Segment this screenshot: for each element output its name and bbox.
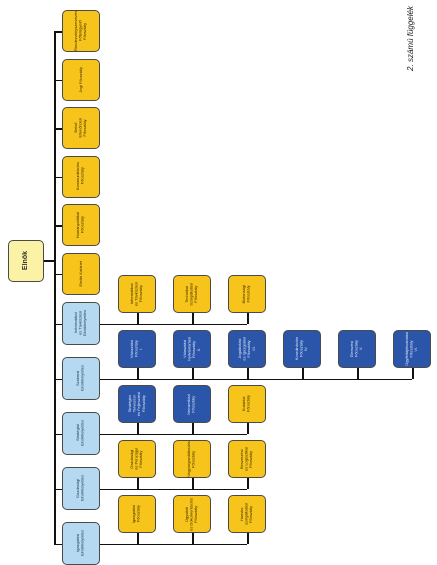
root-box-elnok[interactable]: Elnök xyxy=(8,240,44,282)
staff-unit-t1-label: Jogi Főosztály xyxy=(77,66,83,93)
subunit-v3s2[interactable]: Beszerzési és Logisztikai Főosztály xyxy=(228,440,266,478)
subunit-v2s2[interactable]: Kutatási Főosztály xyxy=(228,385,266,423)
connector-t3 xyxy=(54,176,62,178)
drop-v4s1 xyxy=(192,533,194,544)
drop-v3s0 xyxy=(137,478,139,489)
staff-unit-t4-label: Humánpolitikai Főosztály xyxy=(75,211,85,239)
connector-v4 xyxy=(54,543,62,545)
staff-unit-t4[interactable]: Humánpolitikai Főosztály xyxy=(62,204,100,246)
staff-unit-t2[interactable]: Belső Ellenőrzési Főosztály xyxy=(62,107,100,149)
connector-t0 xyxy=(54,31,62,33)
staff-unit-t0[interactable]: Rendezvényszervezési Főfelügyelő Főosztá… xyxy=(62,10,100,52)
subunit-v1s0[interactable]: Választási Főosztály I. xyxy=(118,330,156,368)
vice-president-v2[interactable]: Stratégiai Elnökhelyettes xyxy=(62,412,100,455)
drop-v0s0 xyxy=(137,313,139,324)
subunit-v1s0-label: Választási Főosztály I. xyxy=(129,339,144,359)
subunit-v1s1[interactable]: Választási Nyilvántartási Főosztály II. xyxy=(173,330,211,368)
subunit-v3s2-label: Beszerzési és Logisztikai Főosztály xyxy=(239,446,254,471)
subunit-v1s1-label: Választási Nyilvántartási Főosztály II. xyxy=(181,336,201,361)
subunit-v1s5[interactable]: Ügyféltájékoztatási Főosztály VI. xyxy=(393,330,431,368)
appendix-label: 2. számú függelék xyxy=(406,6,415,71)
subunit-v0s0[interactable]: Informatikai és Távközlési Főosztály xyxy=(118,275,156,313)
connector-v0 xyxy=(54,323,62,325)
connector-v3 xyxy=(54,488,62,490)
drop-v0s2 xyxy=(247,313,249,324)
staff-unit-t1[interactable]: Jogi Főosztály xyxy=(62,58,100,101)
subunit-v1s5-label: Ügyféltájékoztatási Főosztály VI. xyxy=(404,332,419,366)
drop-v3s1 xyxy=(192,478,194,489)
staff-unit-t0-label: Rendezvényszervezési Főfelügyelő Főosztá… xyxy=(73,10,88,51)
subunit-v2s1-label: Nemzetközi Főosztály xyxy=(186,393,196,415)
subunit-v1s2-label: Jogalkotási és Igazgatási Főosztály III. xyxy=(236,337,256,361)
drop-v1s4 xyxy=(357,368,359,379)
subunit-v3s0[interactable]: Gazdasági és Pénzügyi Főosztály xyxy=(118,440,156,478)
vice-president-v1-label: Szakmai Elnökhelyettes xyxy=(75,365,85,392)
connector-t2 xyxy=(54,128,62,130)
connector-t1 xyxy=(54,79,62,81)
subunit-v1s3[interactable]: Koordinációs Főosztály IV. xyxy=(283,330,321,368)
subunit-v0s1-label: Technikai Szolgáltatási Főosztály xyxy=(184,282,199,306)
branch-v1 xyxy=(100,378,412,380)
drop-v1s2 xyxy=(247,368,249,379)
drop-v4s2 xyxy=(247,533,249,544)
main-spine xyxy=(54,31,56,544)
drop-v1s0 xyxy=(137,368,139,379)
staff-unit-t2-label: Belső Ellenőrzési Főosztály xyxy=(73,118,88,138)
subunit-v1s4-label: Elemzési Főosztály V. xyxy=(349,340,364,358)
subunit-v3s1[interactable]: Vagyongazdálkodási Főosztály xyxy=(173,440,211,478)
subunit-v4s2[interactable]: Humán- szolgáltatási Főosztály xyxy=(228,495,266,533)
vice-president-v4[interactable]: Igazgatási Elnökhelyettes xyxy=(62,522,100,565)
branch-v2 xyxy=(100,433,247,435)
vice-president-v3-label: Gazdasági Elnökhelyettes xyxy=(75,475,85,502)
drop-v2s0 xyxy=(137,423,139,434)
subunit-v4s1-label: Ügyviteli és Dokumentációs Főosztály xyxy=(184,497,199,531)
subunit-v2s0-label: Stratégiai Tervezési és Fejlesztési Főos… xyxy=(126,391,146,417)
vice-president-v1[interactable]: Szakmai Elnökhelyettes xyxy=(62,357,100,400)
connector-t4 xyxy=(54,225,62,227)
subunit-v3s0-label: Gazdasági és Pénzügyi Főosztály xyxy=(129,448,144,470)
staff-unit-t5-label: Elnöki Kabinet xyxy=(77,260,83,287)
drop-v2s2 xyxy=(247,423,249,434)
vice-president-v3[interactable]: Gazdasági Elnökhelyettes xyxy=(62,467,100,510)
subunit-v2s2-label: Kutatási Főosztály xyxy=(241,395,251,413)
branch-v3 xyxy=(100,488,247,490)
root-box-elnok-label: Elnök xyxy=(22,251,29,271)
root-connector xyxy=(44,260,54,262)
drop-v2s1 xyxy=(192,423,194,434)
vice-president-v2-label: Stratégiai Elnökhelyettes xyxy=(75,420,85,447)
subunit-v4s0[interactable]: Igazgatási Főosztály xyxy=(118,495,156,533)
branch-v4 xyxy=(100,543,247,545)
drop-v1s1 xyxy=(192,368,194,379)
subunit-v0s2[interactable]: Biztonsági Főosztály xyxy=(228,275,266,313)
subunit-v2s1[interactable]: Nemzetközi Főosztály xyxy=(173,385,211,423)
drop-v1s3 xyxy=(302,368,304,379)
subunit-v0s0-label: Informatikai és Távközlési Főosztály xyxy=(129,281,144,307)
subunit-v1s2[interactable]: Jogalkotási és Igazgatási Főosztály III. xyxy=(228,330,266,368)
drop-v1s5 xyxy=(412,368,414,379)
subunit-v0s1[interactable]: Technikai Szolgáltatási Főosztály xyxy=(173,275,211,313)
connector-v1 xyxy=(54,378,62,380)
subunit-v4s1[interactable]: Ügyviteli és Dokumentációs Főosztály xyxy=(173,495,211,533)
staff-unit-t3[interactable]: Kommunikációs Főosztály xyxy=(62,155,100,198)
branch-v0 xyxy=(100,323,247,325)
connector-v2 xyxy=(54,433,62,435)
subunit-v2s0[interactable]: Stratégiai Tervezési és Fejlesztési Főos… xyxy=(118,385,156,423)
org-chart: Elnök Rendezvényszervezési Főfelügyelő Fő… xyxy=(8,10,431,565)
staff-unit-t3-label: Kommunikációs Főosztály xyxy=(75,162,85,191)
subunit-v1s3-label: Koordinációs Főosztály IV. xyxy=(294,337,309,361)
staff-unit-t5[interactable]: Elnöki Kabinet xyxy=(62,252,100,295)
subunit-v1s4[interactable]: Elemzési Főosztály V. xyxy=(338,330,376,368)
vice-president-v0[interactable]: Informatikai és Távközlési Elnökhelyette… xyxy=(62,302,100,345)
drop-v0s1 xyxy=(192,313,194,324)
subunit-v3s1-label: Vagyongazdálkodási Főosztály xyxy=(186,440,196,477)
subunit-v0s2-label: Biztonsági Főosztály xyxy=(241,284,251,304)
connector-t5 xyxy=(54,273,62,275)
vice-president-v4-label: Igazgatási Elnökhelyettes xyxy=(75,530,85,557)
drop-v4s0 xyxy=(137,533,139,544)
drop-v3s2 xyxy=(247,478,249,489)
vice-president-v0-label: Informatikai és Távközlési Elnökhelyette… xyxy=(73,310,88,337)
